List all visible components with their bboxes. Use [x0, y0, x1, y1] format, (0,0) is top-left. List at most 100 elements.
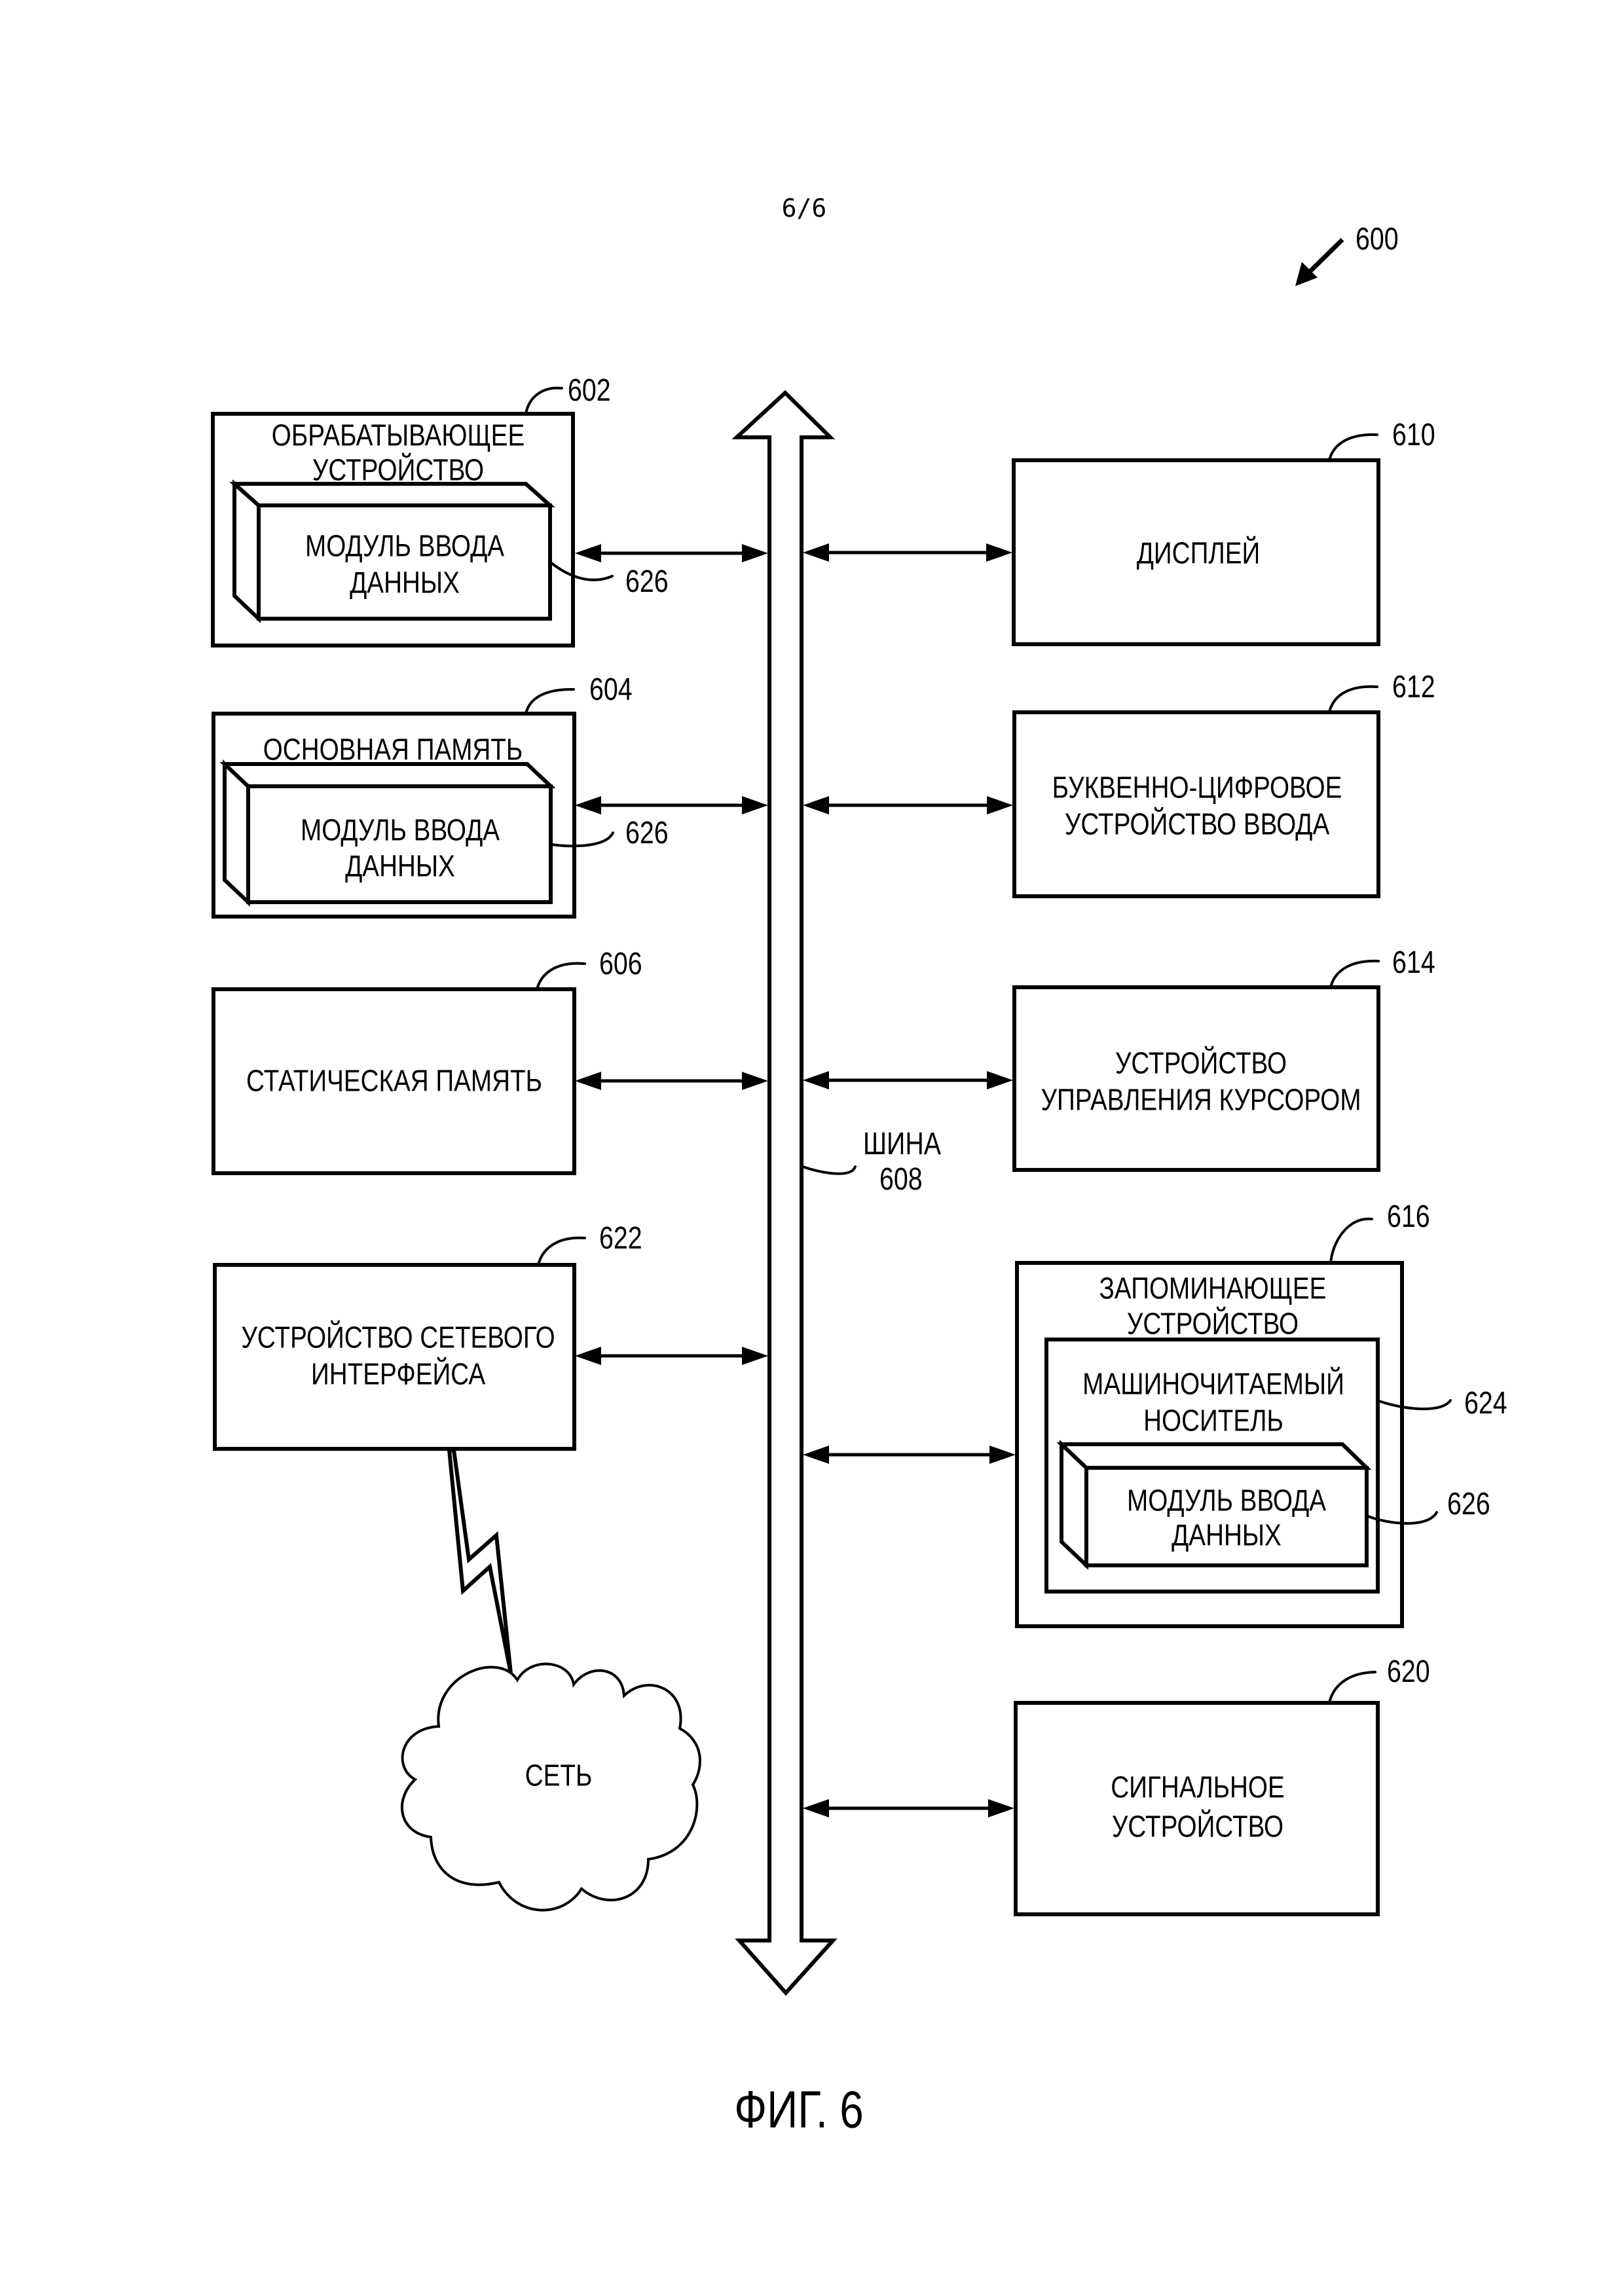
display-leader [1329, 435, 1377, 460]
storage-device-ref: 616 [1387, 1199, 1430, 1234]
processing-device-leader [526, 388, 562, 414]
storage-device-title-2: УСТРОЙСТВО [1127, 1306, 1299, 1340]
arrowhead-icon [742, 796, 768, 814]
connector-622-bus [575, 1347, 768, 1365]
module-label-1: МОДУЛЬ ВВОДА [301, 814, 500, 847]
arrowhead-icon [575, 1347, 601, 1365]
network-interface-label-2: ИНТЕРФЕЙСА [311, 1357, 486, 1391]
arrowhead-icon [988, 1799, 1014, 1817]
static-memory-606[interactable]: 606 СТАТИЧЕСКАЯ ПАМЯТЬ [213, 946, 642, 1173]
static-memory-title: СТАТИЧЕСКАЯ ПАМЯТЬ [246, 1065, 542, 1098]
network-interface-ref: 622 [599, 1220, 642, 1256]
figure-ref-label: 600 [1356, 221, 1399, 257]
bus-leader-line [803, 1167, 855, 1174]
arrowhead-icon [987, 1071, 1013, 1089]
processing-device-ref: 602 [568, 373, 611, 408]
cursor-control-614[interactable]: 614 УСТРОЙСТВО УПРАВЛЕНИЯ КУРСОРОМ [1014, 945, 1435, 1170]
bus-label: ШИНА [863, 1126, 942, 1161]
processing-device-602[interactable]: 602 ОБРАБАТЫВАЮЩЕЕ УСТРОЙСТВО МОДУЛЬ ВВО… [213, 373, 669, 646]
storage-device-title-1: ЗАПОМИНАЮЩЕЕ [1099, 1272, 1327, 1305]
connector-bus-612 [803, 796, 1013, 814]
figure-caption: ФИГ. 6 [734, 2080, 863, 2139]
machine-readable-medium-624[interactable]: МАШИНОЧИТАЕМЫЙ НОСИТЕЛЬ МОДУЛЬ ВВОДА ДАН… [1046, 1339, 1378, 1592]
medium-label-2: НОСИТЕЛЬ [1143, 1404, 1283, 1438]
network-label: СЕТЬ [525, 1759, 593, 1793]
arrowhead-icon [575, 544, 601, 562]
figure-ref-arrow-shaft [1306, 240, 1342, 275]
cursor-control-label-1: УСТРОЙСТВО [1115, 1046, 1287, 1080]
signal-device-ref: 620 [1387, 1654, 1430, 1689]
connector-602-bus [575, 544, 768, 562]
medium-label-1: МАШИНОЧИТАЕМЫЙ [1082, 1366, 1344, 1400]
module-3d-top [234, 484, 550, 505]
connector-606-bus [575, 1072, 768, 1090]
signal-device-leader [1329, 1672, 1375, 1703]
arrowhead-icon [742, 544, 768, 562]
display-ref: 610 [1392, 417, 1435, 452]
alphanumeric-input-label-2: УСТРОЙСТВО ВВОДА [1065, 807, 1330, 841]
module-ref: 626 [625, 815, 669, 850]
arrowhead-icon [987, 796, 1013, 814]
main-memory-604[interactable]: 604 ОСНОВНАЯ ПАМЯТЬ МОДУЛЬ ВВОДА ДАННЫХ … [213, 672, 669, 917]
bus-ref: 608 [879, 1161, 923, 1197]
module-label-2: ДАННЫХ [1172, 1519, 1282, 1552]
signal-device-620[interactable]: 620 СИГНАЛЬНОЕ УСТРОЙСТВО [1016, 1654, 1430, 1914]
medium-ref: 624 [1464, 1385, 1507, 1421]
module-ref: 626 [625, 564, 669, 599]
arrowhead-icon [575, 796, 601, 814]
module-label-1: МОДУЛЬ ВВОДА [1127, 1484, 1327, 1518]
module-label-2: ДАННЫХ [350, 566, 460, 600]
arrowhead-icon [803, 1071, 829, 1089]
signal-device-label-2: УСТРОЙСТВО [1112, 1809, 1283, 1843]
alphanumeric-input-box[interactable] [1014, 712, 1378, 896]
data-entry-module-604[interactable]: МОДУЛЬ ВВОДА ДАННЫХ [225, 764, 551, 902]
signal-device-label-1: СИГНАЛЬНОЕ [1111, 1771, 1285, 1804]
bus-608: ШИНА 608 [737, 393, 942, 1993]
alphanumeric-input-612[interactable]: 612 БУКВЕННО-ЦИФРОВОЕ УСТРОЙСТВО ВВОДА [1014, 669, 1435, 896]
storage-device-616[interactable]: 616 ЗАПОМИНАЮЩЕЕ УСТРОЙСТВО МАШИНОЧИТАЕМ… [1017, 1199, 1430, 1626]
main-memory-title: ОСНОВНАЯ ПАМЯТЬ [263, 733, 523, 767]
alphanumeric-input-leader [1329, 687, 1377, 712]
network-interface-label-1: УСТРОЙСТВО СЕТЕВОГО [241, 1320, 555, 1354]
alphanumeric-input-label-1: БУКВЕННО-ЦИФРОВОЕ [1052, 771, 1342, 805]
network-cloud[interactable]: СЕТЬ [402, 1664, 700, 1910]
network-interface-622[interactable]: 622 УСТРОЙСТВО СЕТЕВОГО ИНТЕРФЕЙСА [215, 1220, 642, 1449]
arrowhead-icon [803, 1446, 829, 1464]
arrowhead-icon [989, 1446, 1016, 1464]
arrowhead-icon [742, 1072, 768, 1090]
arrowhead-icon [575, 1072, 601, 1090]
page-number: 6/6 [782, 194, 827, 223]
module-3d-top [225, 764, 551, 786]
data-entry-module-602[interactable]: МОДУЛЬ ВВОДА ДАННЫХ [234, 484, 550, 619]
connector-bus-614 [803, 1071, 1013, 1089]
signal-device-box[interactable] [1016, 1703, 1378, 1914]
module-label-2: ДАННЫХ [345, 850, 455, 883]
static-memory-ref: 606 [599, 946, 642, 981]
static-memory-leader [537, 963, 585, 989]
connector-bus-616 [803, 1446, 1016, 1464]
processing-device-title-2: УСТРОЙСТВО [312, 452, 484, 486]
cursor-control-leader [1331, 961, 1378, 987]
connector-bus-620 [803, 1799, 1014, 1817]
processing-device-title-1: ОБРАБАТЫВАЮЩЕЕ [272, 419, 525, 452]
bus-double-arrow [737, 393, 833, 1993]
network-interface-leader [538, 1238, 585, 1265]
data-entry-module-616[interactable]: МОДУЛЬ ВВОДА ДАННЫХ [1061, 1444, 1367, 1565]
arrowhead-icon [742, 1347, 768, 1365]
main-memory-leader [526, 689, 574, 714]
network-interface-box[interactable] [215, 1265, 574, 1449]
wireless-link-lightning-icon [449, 1450, 511, 1673]
connector-604-bus [575, 796, 768, 814]
arrowhead-icon [803, 543, 829, 562]
arrowhead-icon [986, 543, 1012, 562]
figure-reference: 600 [1295, 221, 1399, 286]
alphanumeric-input-ref: 612 [1392, 669, 1435, 704]
cursor-control-ref: 614 [1392, 945, 1435, 980]
display-610[interactable]: 610 ДИСПЛЕЙ [1014, 417, 1435, 644]
arrowhead-icon [803, 1799, 829, 1817]
storage-device-leader [1331, 1219, 1372, 1263]
module-label-1: МОДУЛЬ ВВОДА [305, 530, 505, 563]
main-memory-ref: 604 [589, 672, 633, 707]
display-title: ДИСПЛЕЙ [1137, 536, 1260, 570]
